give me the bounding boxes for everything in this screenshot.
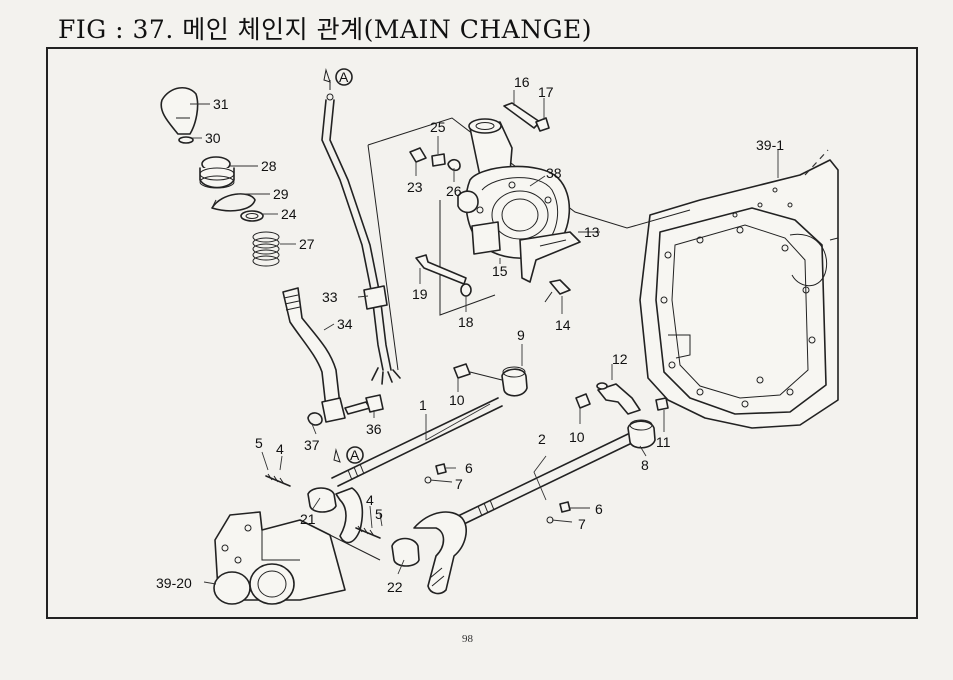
callout-22: 22 — [387, 579, 403, 595]
shift-housing — [457, 118, 581, 283]
detent-plug-1 — [435, 463, 447, 475]
diagram-frame — [46, 47, 918, 619]
spring-pin-left — [265, 475, 291, 487]
callout-26: 26 — [446, 183, 462, 199]
shift-fork-22 — [391, 511, 467, 595]
detent-plug-2 — [559, 501, 571, 513]
callout-8: 8 — [641, 457, 649, 473]
callout-38: 38 — [546, 165, 562, 181]
spring-pin-right — [355, 527, 381, 539]
shift-rail-2 — [457, 382, 669, 525]
ref-marker-bottom: A — [333, 446, 364, 464]
transmission-case — [639, 149, 839, 429]
callout-9: 9 — [517, 327, 525, 343]
callout-21: 21 — [300, 511, 316, 527]
callout-39-20: 39-20 — [156, 575, 192, 591]
callout-37: 37 — [304, 437, 320, 453]
spring-pin-right-mark — [357, 525, 375, 537]
callout-33: 33 — [322, 289, 338, 305]
callout-31: 31 — [213, 96, 229, 112]
callout-6-lower: 6 — [595, 501, 603, 517]
callout-39-1: 39-1 — [756, 137, 784, 153]
shift-rail-1 — [331, 363, 528, 487]
callout-1: 1 — [419, 397, 427, 413]
shift-knob-assembly — [160, 87, 384, 426]
part-callouts: 31 30 28 29 24 27 33 34 37 36 16 17 25 2… — [156, 74, 784, 595]
callout-23: 23 — [407, 179, 423, 195]
callout-4-right: 4 — [366, 492, 374, 508]
callout-12: 12 — [612, 351, 628, 367]
callout-29: 29 — [273, 186, 289, 202]
callout-36: 36 — [366, 421, 382, 437]
callout-25: 25 — [430, 119, 446, 135]
callout-5-right: 5 — [375, 506, 383, 522]
callout-4-left: 4 — [276, 441, 284, 457]
callout-13: 13 — [584, 224, 600, 240]
page-number: 98 — [462, 633, 473, 645]
callout-5-left: 5 — [255, 435, 263, 451]
ref-marker-top: A — [323, 68, 353, 86]
callout-24: 24 — [281, 206, 297, 222]
callout-30: 30 — [205, 130, 221, 146]
callout-28: 28 — [261, 158, 277, 174]
leader-lines — [190, 90, 779, 585]
spring-pin-left-mark — [267, 473, 285, 485]
callout-6-upper: 6 — [465, 460, 473, 476]
ref-marker-a-bottom: A — [350, 447, 360, 463]
callout-18: 18 — [458, 314, 474, 330]
lower-gear-housing — [213, 511, 381, 605]
figure-title: FIG : 37. 메인 체인지 관계(MAIN CHANGE) — [58, 15, 593, 44]
callout-10-lower: 10 — [569, 429, 585, 445]
callout-7-lower: 7 — [578, 516, 586, 532]
ref-marker-a-top: A — [339, 69, 349, 85]
assembly-boundary — [367, 117, 691, 371]
housing-fasteners — [409, 102, 571, 303]
boundary-lower — [439, 200, 496, 316]
shift-rod-assembly — [321, 80, 401, 385]
callout-17: 17 — [538, 84, 554, 100]
callout-19: 19 — [412, 286, 428, 302]
callout-7-upper: 7 — [455, 476, 463, 492]
callout-11: 11 — [656, 434, 671, 450]
callout-2: 2 — [538, 431, 546, 447]
callout-15: 15 — [492, 263, 508, 279]
callout-14: 14 — [555, 317, 571, 333]
callout-16: 16 — [514, 74, 530, 90]
callout-10-upper: 10 — [449, 392, 465, 408]
callout-34: 34 — [337, 316, 353, 332]
callout-27: 27 — [299, 236, 315, 252]
shift-fork-21 — [307, 487, 364, 544]
